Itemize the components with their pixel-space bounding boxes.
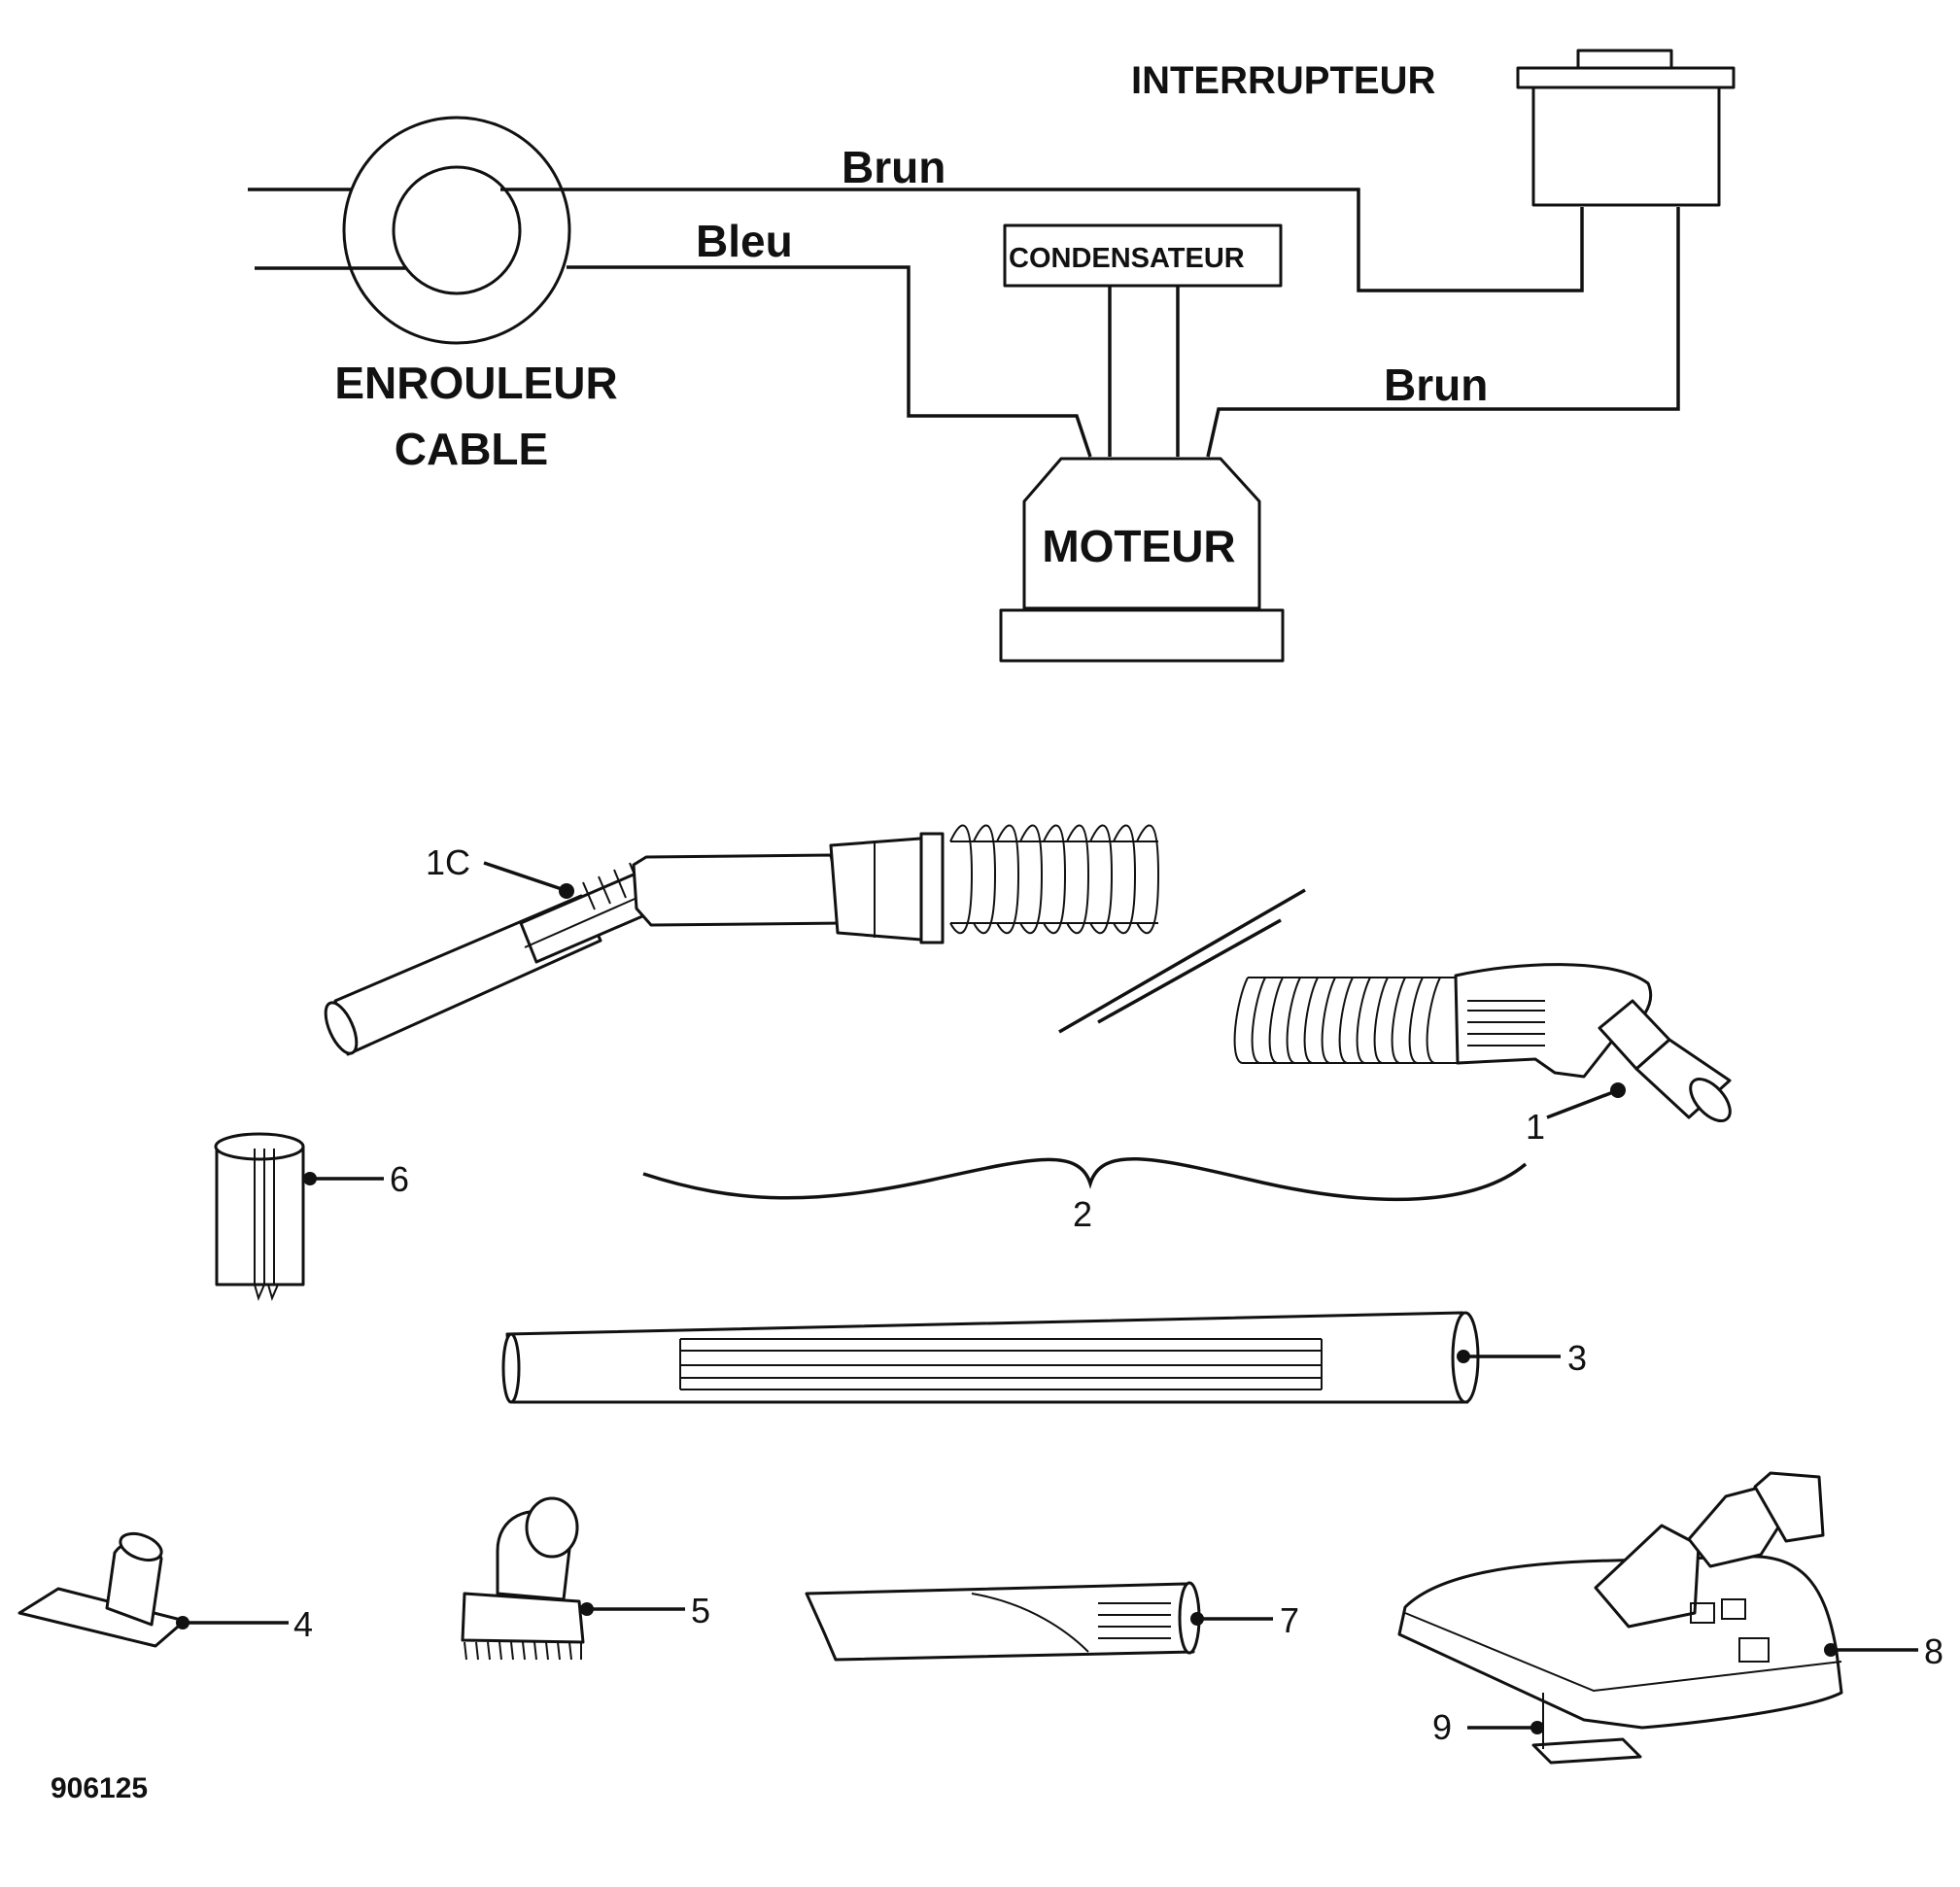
switch-box bbox=[1516, 49, 1736, 207]
switch-label: INTERRUPTEUR bbox=[1131, 59, 1435, 102]
break-line-2 bbox=[1097, 918, 1282, 1024]
callout-5: 5 bbox=[691, 1591, 710, 1630]
capacitor-box bbox=[1003, 223, 1283, 457]
drawing-code: 906125 bbox=[51, 1772, 148, 1804]
floor-insert bbox=[1531, 1737, 1642, 1765]
hose-handle bbox=[324, 824, 1160, 1056]
cable-reel bbox=[248, 116, 571, 345]
capacitor-label: CONDENSATEUR bbox=[1009, 243, 1245, 274]
wiring-schematic: INTERRUPTEUR Brun Bleu CONDENSATEUR Brun… bbox=[248, 49, 1736, 663]
callout-7: 7 bbox=[1280, 1600, 1299, 1640]
wire-brown-top-label: Brun bbox=[842, 142, 946, 192]
adapter bbox=[214, 1132, 384, 1301]
wire-brown-right bbox=[1206, 207, 1680, 458]
callout-6: 6 bbox=[390, 1159, 409, 1199]
dusting-brush bbox=[461, 1496, 685, 1661]
brace-2 bbox=[642, 1157, 1528, 1202]
callout-4: 4 bbox=[293, 1604, 313, 1644]
wire-brown-top bbox=[500, 188, 1584, 292]
extension-tube bbox=[501, 1311, 1561, 1404]
callout-2: 2 bbox=[1073, 1194, 1092, 1234]
hose-ribs-left bbox=[949, 824, 1160, 935]
callout-9: 9 bbox=[1432, 1707, 1452, 1747]
wire-blue-label: Bleu bbox=[696, 216, 793, 266]
motor-box bbox=[999, 457, 1285, 663]
break-line-1 bbox=[1058, 888, 1306, 1034]
hose-ribs-right bbox=[1233, 977, 1458, 1064]
floor-nozzle bbox=[1397, 1471, 1918, 1765]
cable-reel-label-line1: ENROULEUR bbox=[334, 358, 617, 408]
wire-brown-right-label: Brun bbox=[1384, 360, 1488, 410]
accessories: 1C 1 2 3 4 5 6 7 8 9 bbox=[17, 824, 1943, 1765]
cable-reel-label-line2: CABLE bbox=[395, 424, 548, 474]
hose-end bbox=[1233, 963, 1732, 1122]
crevice-tool bbox=[805, 1581, 1273, 1662]
callout-1C: 1C bbox=[426, 842, 470, 882]
wire-blue bbox=[567, 265, 1092, 458]
callout-1: 1 bbox=[1526, 1107, 1545, 1147]
upholstery-nozzle bbox=[17, 1531, 289, 1648]
motor-label: MOTEUR bbox=[1042, 521, 1235, 571]
callout-8: 8 bbox=[1924, 1631, 1943, 1671]
callout-3: 3 bbox=[1567, 1338, 1587, 1378]
